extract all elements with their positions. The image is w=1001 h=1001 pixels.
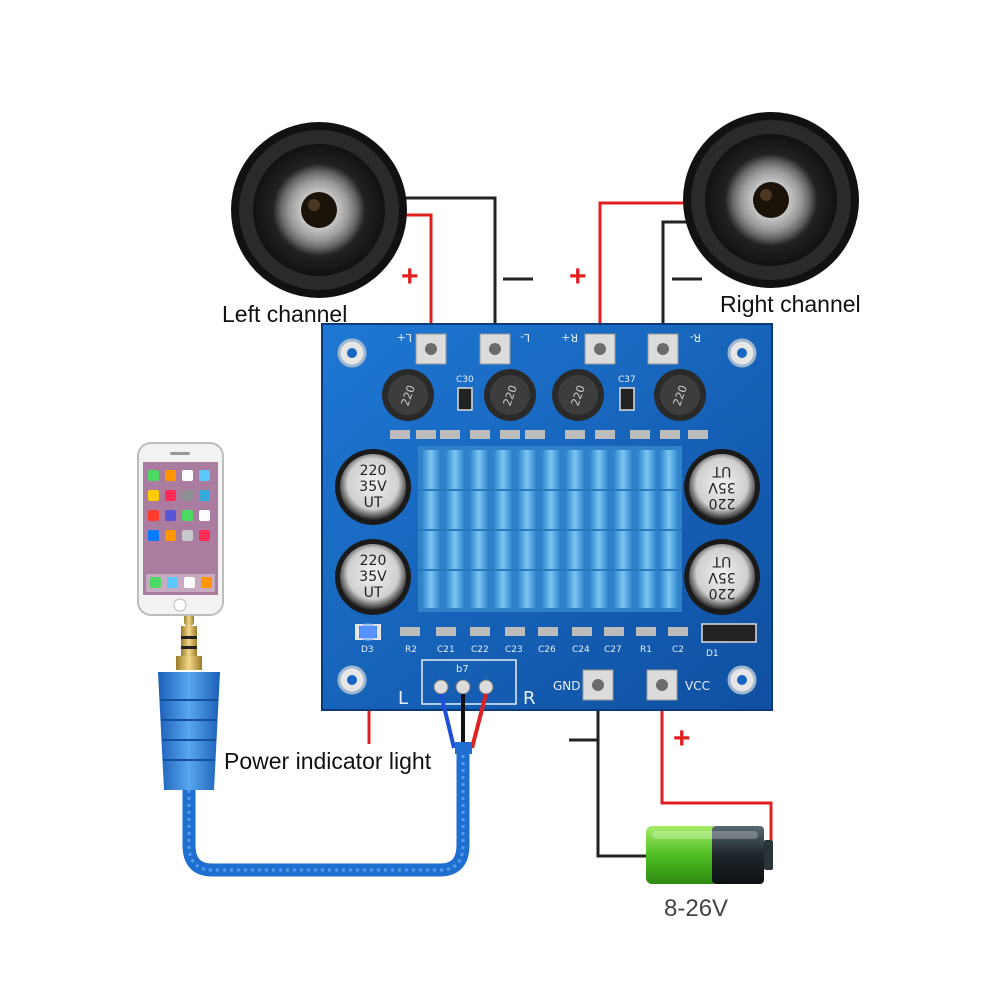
vcc-plus-sign: + bbox=[673, 722, 691, 755]
capacitor-voltage: 35V bbox=[708, 479, 736, 495]
right-minus-wire bbox=[661, 220, 688, 345]
audio-jack-icon bbox=[158, 612, 220, 790]
smartphone-icon bbox=[137, 442, 224, 616]
input-left-label: L bbox=[398, 688, 408, 709]
part-label: R2 bbox=[405, 645, 417, 655]
pin-label-vcc: VCC bbox=[685, 679, 710, 693]
part-label: C26 bbox=[538, 645, 556, 655]
pin-label-r-plus: R+ bbox=[561, 331, 578, 344]
part-label: C2 bbox=[672, 645, 684, 655]
right-plus-wire bbox=[598, 201, 688, 345]
cap-code-c30: C30 bbox=[456, 375, 474, 385]
right-speaker-icon bbox=[683, 112, 859, 288]
pin-label-l-minus: L- bbox=[520, 331, 530, 344]
right-minus-sign: — bbox=[672, 261, 702, 294]
capacitor-value: 220 bbox=[360, 463, 387, 479]
power-indicator-label: Power indicator light bbox=[224, 748, 432, 774]
right-plus-sign: + bbox=[569, 260, 587, 293]
part-label: C24 bbox=[572, 645, 590, 655]
left-minus-sign: — bbox=[503, 261, 533, 294]
pin-label-r-minus: R- bbox=[690, 331, 701, 344]
part-label: R1 bbox=[640, 645, 652, 655]
smd-row-bottom bbox=[400, 627, 688, 636]
amplifier-board: L+ L- R+ R- 220 220 220 220 C30 C37 bbox=[321, 323, 773, 711]
led-label: D3 bbox=[361, 645, 374, 655]
input-right-label: R bbox=[523, 688, 536, 709]
pin-label-l-plus: L+ bbox=[397, 331, 412, 344]
capacitor-brand: UT bbox=[712, 553, 731, 569]
capacitor-voltage: 35V bbox=[359, 479, 387, 495]
capacitor-brand: UT bbox=[364, 495, 383, 511]
pin-label-gnd: GND bbox=[553, 679, 581, 693]
electrolytic-capacitors bbox=[335, 449, 760, 615]
gnd-wire bbox=[596, 690, 650, 858]
part-label: C27 bbox=[604, 645, 622, 655]
power-wires bbox=[596, 690, 773, 858]
app-icons bbox=[146, 470, 215, 592]
heatsink bbox=[418, 446, 682, 612]
left-minus-wire bbox=[404, 196, 497, 345]
vcc-wire bbox=[660, 690, 773, 840]
left-speaker-icon bbox=[231, 122, 407, 298]
power-indicator-led bbox=[355, 623, 381, 641]
speaker-wires bbox=[404, 196, 688, 345]
part-label: C23 bbox=[505, 645, 523, 655]
power-terminal-pads bbox=[582, 669, 678, 701]
part-label: C21 bbox=[437, 645, 455, 655]
smd-row-top bbox=[390, 430, 708, 439]
input-wires bbox=[439, 693, 488, 749]
input-header-label: b7 bbox=[456, 664, 469, 675]
inductors bbox=[382, 369, 706, 421]
capacitor-voltage: 35V bbox=[359, 569, 387, 585]
audio-cable bbox=[182, 742, 472, 877]
top-terminal-pads bbox=[415, 333, 679, 365]
part-label: C22 bbox=[471, 645, 489, 655]
capacitor-value: 220 bbox=[709, 585, 736, 601]
capacitor-value: 220 bbox=[709, 495, 736, 511]
cap-code-c37: C37 bbox=[618, 375, 636, 385]
left-channel-label: Left channel bbox=[222, 301, 348, 327]
capacitor-voltage: 35V bbox=[708, 569, 736, 585]
diode bbox=[701, 623, 757, 643]
battery-icon bbox=[646, 826, 773, 884]
capacitor-brand: UT bbox=[712, 463, 731, 479]
left-plus-sign: + bbox=[401, 260, 419, 293]
left-plus-wire bbox=[404, 213, 433, 345]
capacitor-value: 220 bbox=[360, 553, 387, 569]
voltage-label: 8-26V bbox=[664, 895, 729, 922]
gnd-minus-sign: — bbox=[569, 722, 599, 755]
right-channel-label: Right channel bbox=[720, 291, 861, 317]
part-label: D1 bbox=[706, 649, 719, 659]
capacitor-brand: UT bbox=[364, 585, 383, 601]
